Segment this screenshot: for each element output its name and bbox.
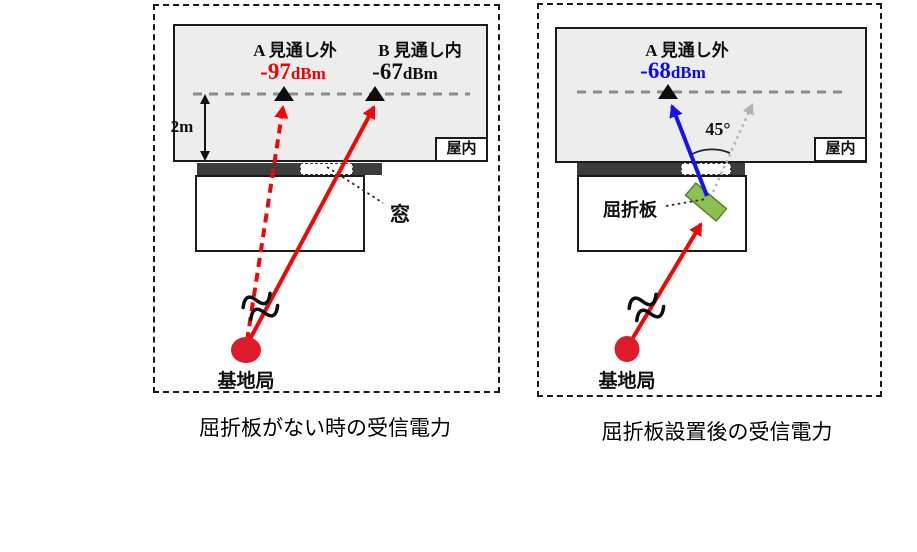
rx-power-b-unit: dBm [402, 64, 438, 83]
exterior-wall-left [197, 163, 382, 175]
caption-right: 屈折板設置後の受信電力 [601, 420, 833, 444]
panel-without-plate [153, 4, 500, 393]
rx-power-a-number: -97 [260, 59, 291, 84]
rx-power-a2-number: -68 [640, 58, 671, 83]
window-label: 窓 [390, 204, 410, 226]
height-2m-label: 2m [170, 117, 194, 136]
lower-building-left [195, 175, 365, 252]
point-a-value-right: -68dBm [613, 58, 733, 84]
angle-45-label: 45° [705, 119, 731, 139]
point-a-header-left: A 見通し外 [253, 41, 337, 60]
base-station-label-left: 基地局 [217, 371, 275, 392]
indoor-tag-left: 屋内 [435, 137, 488, 162]
indoor-tag-right: 屋内 [814, 137, 867, 162]
point-a-header-right: A 見通し外 [645, 41, 729, 60]
base-station-label-right: 基地局 [598, 371, 656, 392]
rx-power-a-unit: dBm [290, 64, 326, 83]
rx-power-b-number: -67 [372, 59, 403, 84]
caption-left: 屈折板がない時の受信電力 [199, 416, 451, 440]
window-opening-right [681, 163, 731, 175]
point-b-value-left: -67dBm [345, 59, 465, 85]
point-a-value-left: -97dBm [233, 59, 353, 85]
window-opening-left [300, 163, 353, 175]
panel-with-plate [537, 3, 882, 397]
point-b-header-left: B 見通し内 [378, 41, 462, 60]
rx-power-a2-unit: dBm [670, 63, 706, 82]
refraction-plate-label: 屈折板 [603, 200, 657, 220]
